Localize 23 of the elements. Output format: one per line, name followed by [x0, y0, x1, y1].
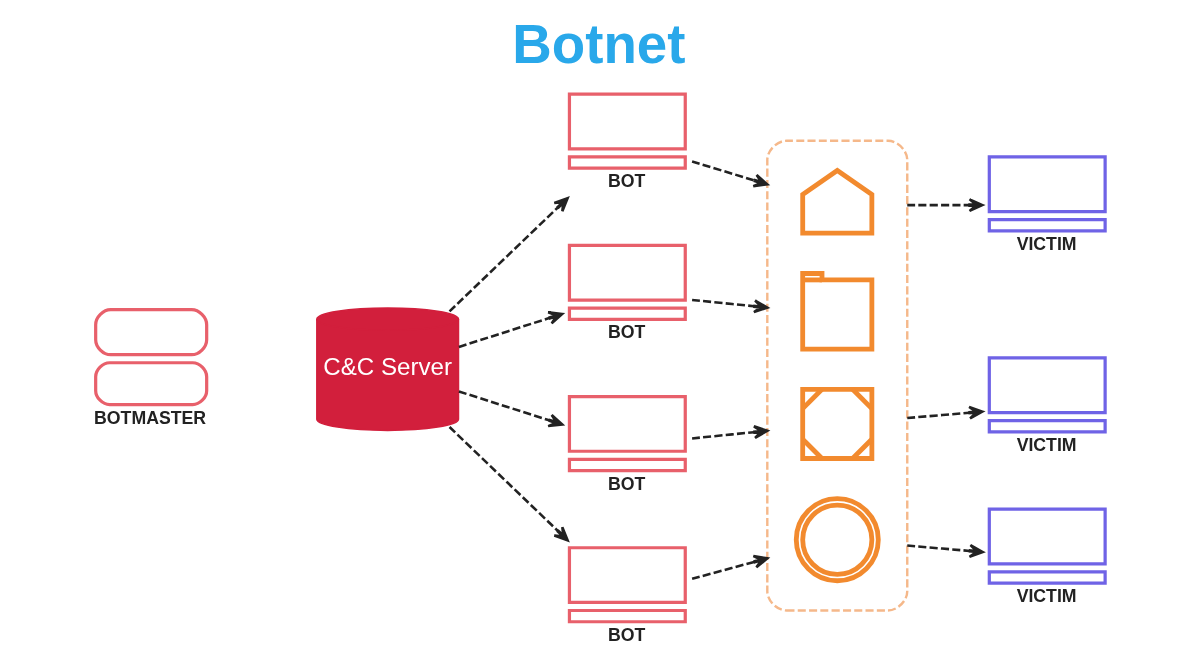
arrow	[907, 198, 984, 213]
arrow	[907, 405, 984, 420]
diagram-title: Botnet	[512, 13, 686, 76]
node-picture	[793, 496, 881, 584]
arrow	[448, 426, 569, 542]
node-label: BOT	[608, 473, 646, 494]
node-picture	[800, 167, 875, 236]
arrow	[691, 298, 769, 314]
node-label: BOT	[608, 624, 646, 645]
cluster	[766, 139, 909, 612]
arrow	[458, 311, 564, 349]
node-label: VICTIM	[1016, 434, 1077, 455]
arrow	[907, 543, 985, 558]
arrow	[691, 160, 769, 188]
node-label: VICTIM	[1016, 586, 1077, 607]
arrow	[458, 390, 564, 428]
node-label: BOT	[608, 322, 646, 343]
arrow	[448, 196, 569, 313]
node-label: VICTIM	[1016, 233, 1077, 254]
node-label: BOTMASTER	[94, 407, 207, 428]
arrow	[691, 554, 769, 581]
node-label: BOT	[608, 171, 646, 192]
arrow	[691, 425, 769, 440]
